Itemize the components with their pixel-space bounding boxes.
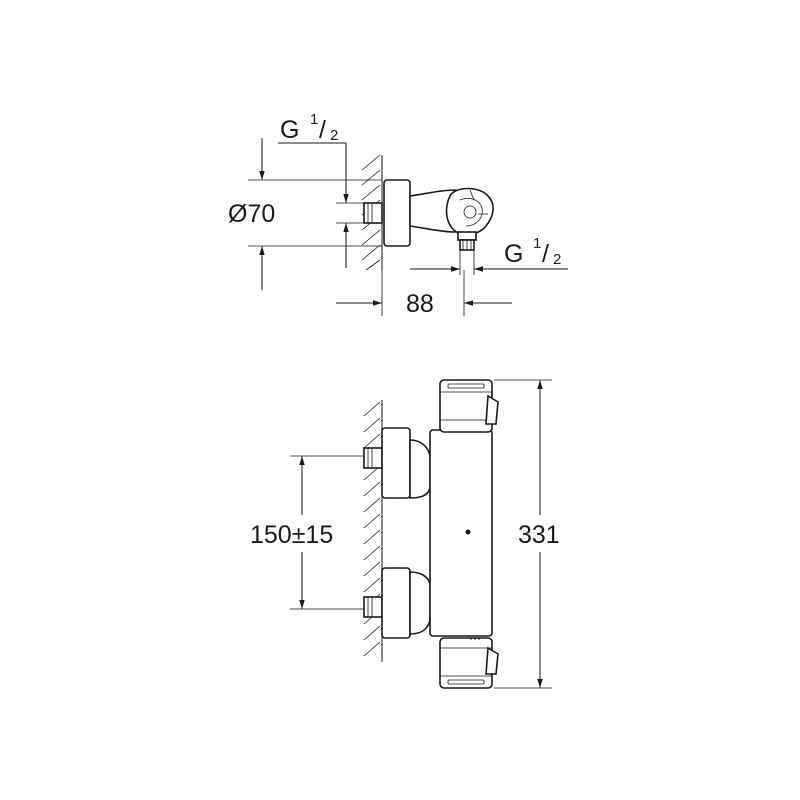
- dim-height: [494, 379, 552, 689]
- front-wall: [363, 400, 383, 662]
- inlet-thread-numerator: 1: [310, 111, 318, 128]
- front-body-marker: [465, 529, 471, 535]
- inlet-thread-denominator: 2: [330, 127, 338, 144]
- dim-projection: [336, 270, 512, 316]
- outlet-thread-numerator: 1: [533, 235, 541, 252]
- inlet-thread-slash: /: [319, 116, 326, 144]
- front-upper-nipple: [363, 447, 383, 469]
- dim-outlet-thread: [410, 250, 568, 275]
- height-label: 331: [518, 521, 560, 549]
- diameter-label: Ø70: [228, 200, 275, 228]
- dim-inlet-thread: [278, 142, 364, 268]
- front-lower-flange: [381, 567, 411, 639]
- front-main-body: [429, 429, 493, 637]
- front-bottom-handle: [439, 635, 499, 689]
- outlet-thread-slash: /: [542, 240, 549, 268]
- front-upper-connector: [409, 439, 431, 499]
- outlet-thread-label: G 1 / 2: [504, 235, 561, 268]
- dim-diameter: [248, 138, 382, 290]
- inlet-thread-g: G: [280, 116, 299, 144]
- side-union-flange: [383, 179, 411, 247]
- side-view: Ø70 G 1 / 2 G 1 / 2: [228, 111, 568, 318]
- outlet-thread-g: G: [504, 240, 523, 268]
- inlet-thread-label: G 1 / 2: [280, 111, 338, 144]
- front-view: 150±15 331: [250, 379, 560, 689]
- front-lower-nipple: [363, 596, 383, 618]
- side-inlet-nipple: [363, 202, 383, 224]
- center-distance-label: 150±15: [250, 521, 333, 549]
- projection-label: 88: [406, 290, 434, 318]
- side-handle: [445, 187, 494, 236]
- front-top-handle: [439, 379, 499, 433]
- outlet-thread-denominator: 2: [553, 251, 561, 268]
- side-outlet: [457, 231, 477, 251]
- front-upper-flange: [381, 427, 411, 499]
- dim-center-distance: [290, 455, 364, 610]
- front-lower-connector: [409, 571, 431, 635]
